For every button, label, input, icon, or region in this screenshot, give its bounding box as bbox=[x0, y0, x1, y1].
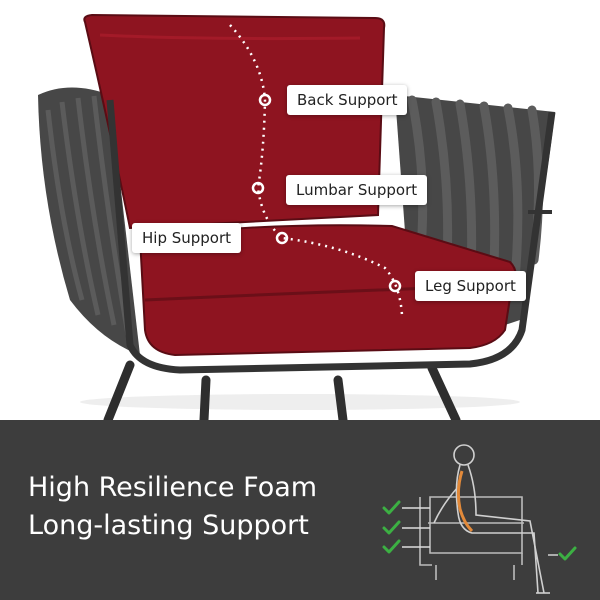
leg-marker bbox=[388, 279, 402, 293]
product-photo: Back Support Lumbar Support Hip Support … bbox=[38, 13, 556, 420]
headline-support: Long-lasting Support bbox=[28, 510, 309, 541]
chair-leg bbox=[333, 375, 348, 420]
support-curve bbox=[229, 24, 404, 316]
chair-illustration bbox=[38, 13, 556, 420]
back-marker bbox=[258, 93, 272, 107]
chair-frame bbox=[106, 99, 556, 374]
callout-leg-support: Leg Support bbox=[415, 271, 526, 301]
support-markers bbox=[251, 93, 402, 293]
lumbar-marker bbox=[251, 181, 265, 195]
callout-back-support: Back Support bbox=[287, 85, 408, 115]
floor-shadow bbox=[80, 394, 520, 410]
sofa-outline-icon bbox=[419, 496, 524, 580]
seated-person-icon bbox=[433, 444, 550, 594]
check-icon bbox=[382, 539, 401, 554]
left-arm-ropes bbox=[45, 95, 131, 336]
check-icon bbox=[382, 500, 401, 515]
callout-lumbar-support: Lumbar Support bbox=[286, 175, 428, 205]
chair-leg bbox=[199, 375, 211, 420]
posture-diagram bbox=[382, 444, 577, 594]
headline-foam: High Resilience Foam bbox=[28, 472, 318, 503]
check-icon bbox=[382, 520, 401, 535]
chair-leg bbox=[427, 363, 461, 420]
check-icon bbox=[558, 546, 577, 561]
callout-hip-support: Hip Support bbox=[132, 223, 242, 253]
spine-line bbox=[456, 470, 474, 533]
feature-banner: High Resilience Foam Long-lasting Suppor… bbox=[0, 420, 600, 600]
chair-leg bbox=[103, 360, 135, 420]
hip-marker bbox=[275, 231, 289, 245]
back-cushion-highlight bbox=[99, 33, 361, 41]
back-cushion bbox=[83, 13, 386, 230]
